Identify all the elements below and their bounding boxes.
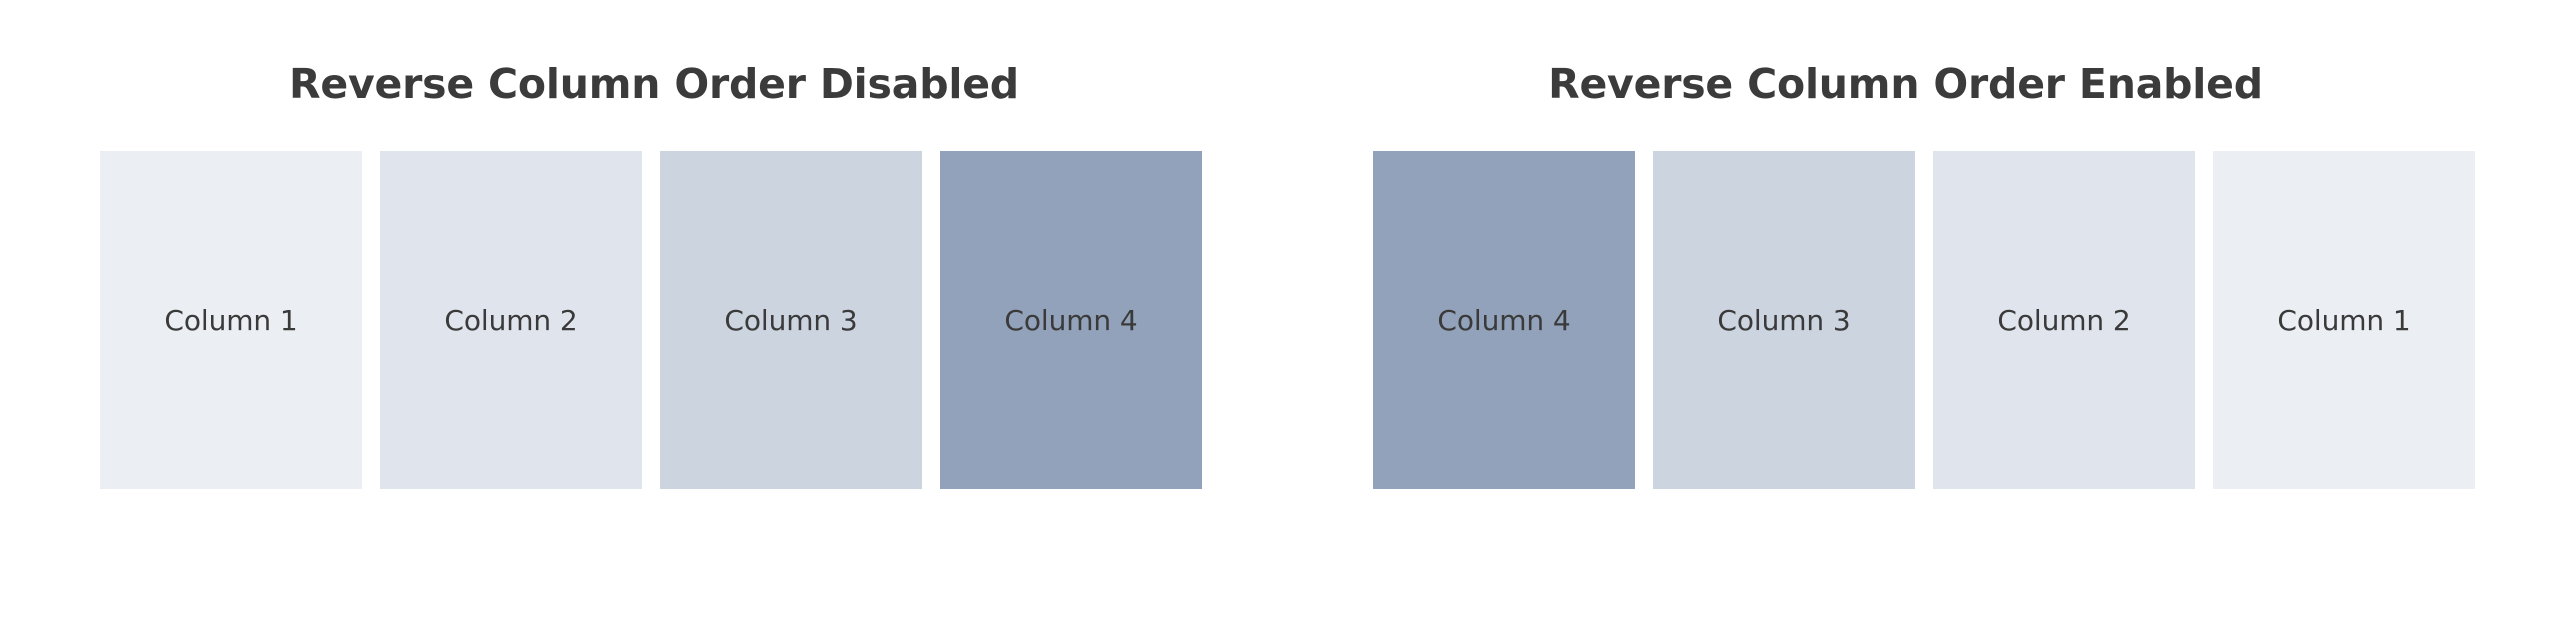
column-box: Column 3 xyxy=(660,151,922,490)
column-label: Column 2 xyxy=(1997,303,2131,337)
column-label: Column 2 xyxy=(444,303,578,337)
column-box: Column 1 xyxy=(2213,151,2475,490)
column-box: Column 3 xyxy=(1653,151,1915,490)
column-label: Column 3 xyxy=(1717,303,1851,337)
column-label: Column 4 xyxy=(1437,303,1571,337)
column-label: Column 4 xyxy=(1004,303,1138,337)
panel-title-reverse-disabled: Reverse Column Order Disabled xyxy=(289,60,1019,108)
column-box: Column 2 xyxy=(1933,151,2195,490)
column-label: Column 1 xyxy=(2277,303,2411,337)
panel-reverse-enabled: Reverse Column Order Enabled Column 1 Co… xyxy=(1268,0,2560,490)
column-box: Column 1 xyxy=(100,151,362,490)
column-label: Column 1 xyxy=(164,303,298,337)
column-group-reverse-enabled: Column 1 Column 2 Column 3 Column 4 xyxy=(1336,151,2475,490)
column-box: Column 2 xyxy=(380,151,642,490)
column-group-reverse-disabled: Column 1 Column 2 Column 3 Column 4 xyxy=(100,151,1268,490)
panel-reverse-disabled: Reverse Column Order Disabled Column 1 C… xyxy=(0,0,1268,490)
column-label: Column 3 xyxy=(724,303,858,337)
column-box: Column 4 xyxy=(1373,151,1635,490)
column-box: Column 4 xyxy=(940,151,1202,490)
panel-title-reverse-enabled: Reverse Column Order Enabled xyxy=(1548,60,2263,108)
